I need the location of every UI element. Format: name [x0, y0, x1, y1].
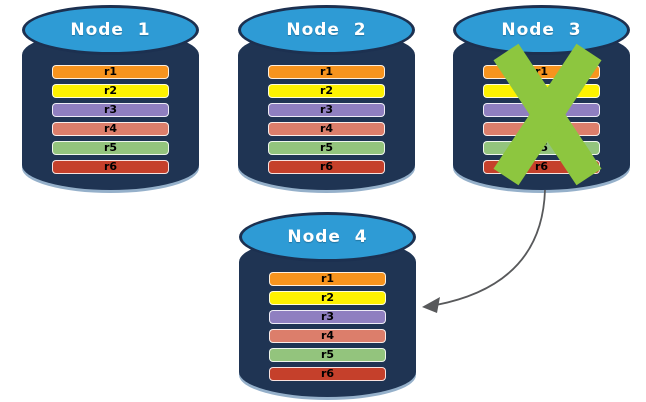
replica-row-r1: r1	[268, 65, 385, 79]
failure-x-icon	[493, 43, 602, 186]
replica-row-r2: r2	[269, 291, 386, 305]
node-1-title: Node 1	[70, 20, 151, 40]
replica-row-r6: r6	[52, 160, 169, 174]
node-2-replica-rows: r1 r2 r3 r4 r5 r6	[268, 65, 385, 179]
node-4-cylinder-top: Node 4	[239, 212, 416, 262]
node-3-cylinder-top: Node 3	[453, 5, 630, 55]
node-4-replica-rows: r1 r2 r3 r4 r5 r6	[269, 272, 386, 386]
node-1-cylinder-top: Node 1	[22, 5, 199, 55]
replica-row-r5: r5	[269, 348, 386, 362]
node-3-title: Node 3	[501, 20, 582, 40]
node-2: Node 2 r1 r2 r3 r4 r5 r6	[238, 5, 415, 190]
replica-row-r6: r6	[269, 367, 386, 381]
node-1-replica-rows: r1 r2 r3 r4 r5 r6	[52, 65, 169, 179]
replica-row-r6: r6	[268, 160, 385, 174]
replica-row-r1: r1	[269, 272, 386, 286]
node-4: Node 4 r1 r2 r3 r4 r5 r6	[239, 212, 416, 397]
node-1: Node 1 r1 r2 r3 r4 r5 r6	[22, 5, 199, 190]
replica-row-r4: r4	[52, 122, 169, 136]
replica-row-r3: r3	[269, 310, 386, 324]
replica-row-r5: r5	[268, 141, 385, 155]
replica-row-r4: r4	[268, 122, 385, 136]
arrowhead-icon	[422, 297, 440, 313]
node-4-title: Node 4	[287, 227, 368, 247]
replica-row-r1: r1	[52, 65, 169, 79]
replica-row-r2: r2	[52, 84, 169, 98]
node-2-title: Node 2	[286, 20, 367, 40]
replica-row-r3: r3	[52, 103, 169, 117]
replica-row-r5: r5	[52, 141, 169, 155]
node-2-cylinder-top: Node 2	[238, 5, 415, 55]
replica-row-r4: r4	[269, 329, 386, 343]
replica-row-r2: r2	[268, 84, 385, 98]
replica-row-r3: r3	[268, 103, 385, 117]
